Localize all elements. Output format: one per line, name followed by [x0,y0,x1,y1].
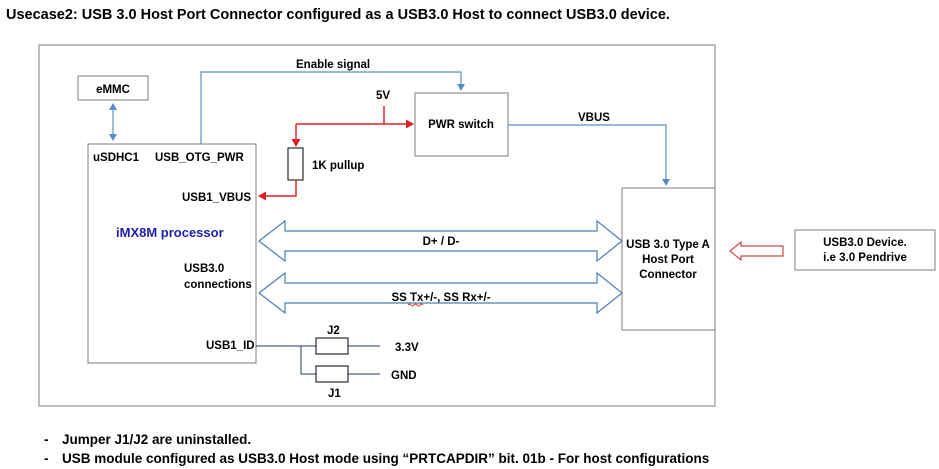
pwr-switch-label: PWR switch [428,119,494,131]
device-label-line1: USB3.0 Device. [823,237,907,249]
note-item: -USB module configured as USB3.0 Host mo… [44,451,710,466]
j2-label: J2 [327,325,340,337]
usb-otg-pwr-label: USB_OTG_PWR [155,152,245,164]
processor-box [87,143,257,364]
connections-label: connections [184,279,252,291]
connector-label-line1: USB 3.0 Type A [626,239,710,251]
j1-label: J1 [328,388,341,400]
pullup-label: 1K pullup [312,160,364,172]
vbus-label: VBUS [578,112,610,124]
emmc-label: eMMC [96,84,130,96]
enable-signal-wire [200,71,465,144]
device-label-line2: i.e 3.0 Pendrive [823,252,907,264]
enable-signal-label: Enable signal [296,59,370,71]
notes-list: -Jumper J1/J2 are uninstalled. -USB modu… [44,430,709,468]
jumper-j1 [315,365,349,383]
device-insert-arrow [729,240,784,262]
usdhc1-label: uSDHC1 [93,152,140,164]
dplus-dminus-label: D+ / D- [423,236,460,248]
note-text: Jumper J1/J2 are uninstalled. [62,432,252,447]
jumper-j2 [315,337,349,355]
usb-connector-box [621,187,716,331]
gnd-label: GND [391,370,417,382]
vbus-wire [508,124,670,186]
5v-label: 5V [376,90,390,102]
usb1-vbus-label: USB1_VBUS [182,192,251,204]
usb1-id-label: USB1_ID [206,340,255,352]
usb30-label: USB3.0 [184,263,224,275]
spellcheck-underline [407,303,424,307]
note-text: USB module configured as USB3.0 Host mod… [62,451,710,466]
usb1-id-wire [256,345,316,375]
ss-pairs-label: SS Tx+/-, SS Rx+/- [391,292,490,304]
connector-label-line2: Host Port [642,254,694,266]
note-item: -Jumper J1/J2 are uninstalled. [44,432,252,447]
connector-label-line3: Connector [639,269,697,281]
pullup-resistor [287,147,304,181]
usb-device-box [794,229,936,271]
pullup-to-vbus-wire [258,180,297,201]
emmc-box [77,75,149,101]
processor-label: iMX8M processor [116,225,224,240]
diagram-title: Usecase2: USB 3.0 Host Port Connector co… [6,7,670,23]
3v3-label: 3.3V [395,342,419,354]
